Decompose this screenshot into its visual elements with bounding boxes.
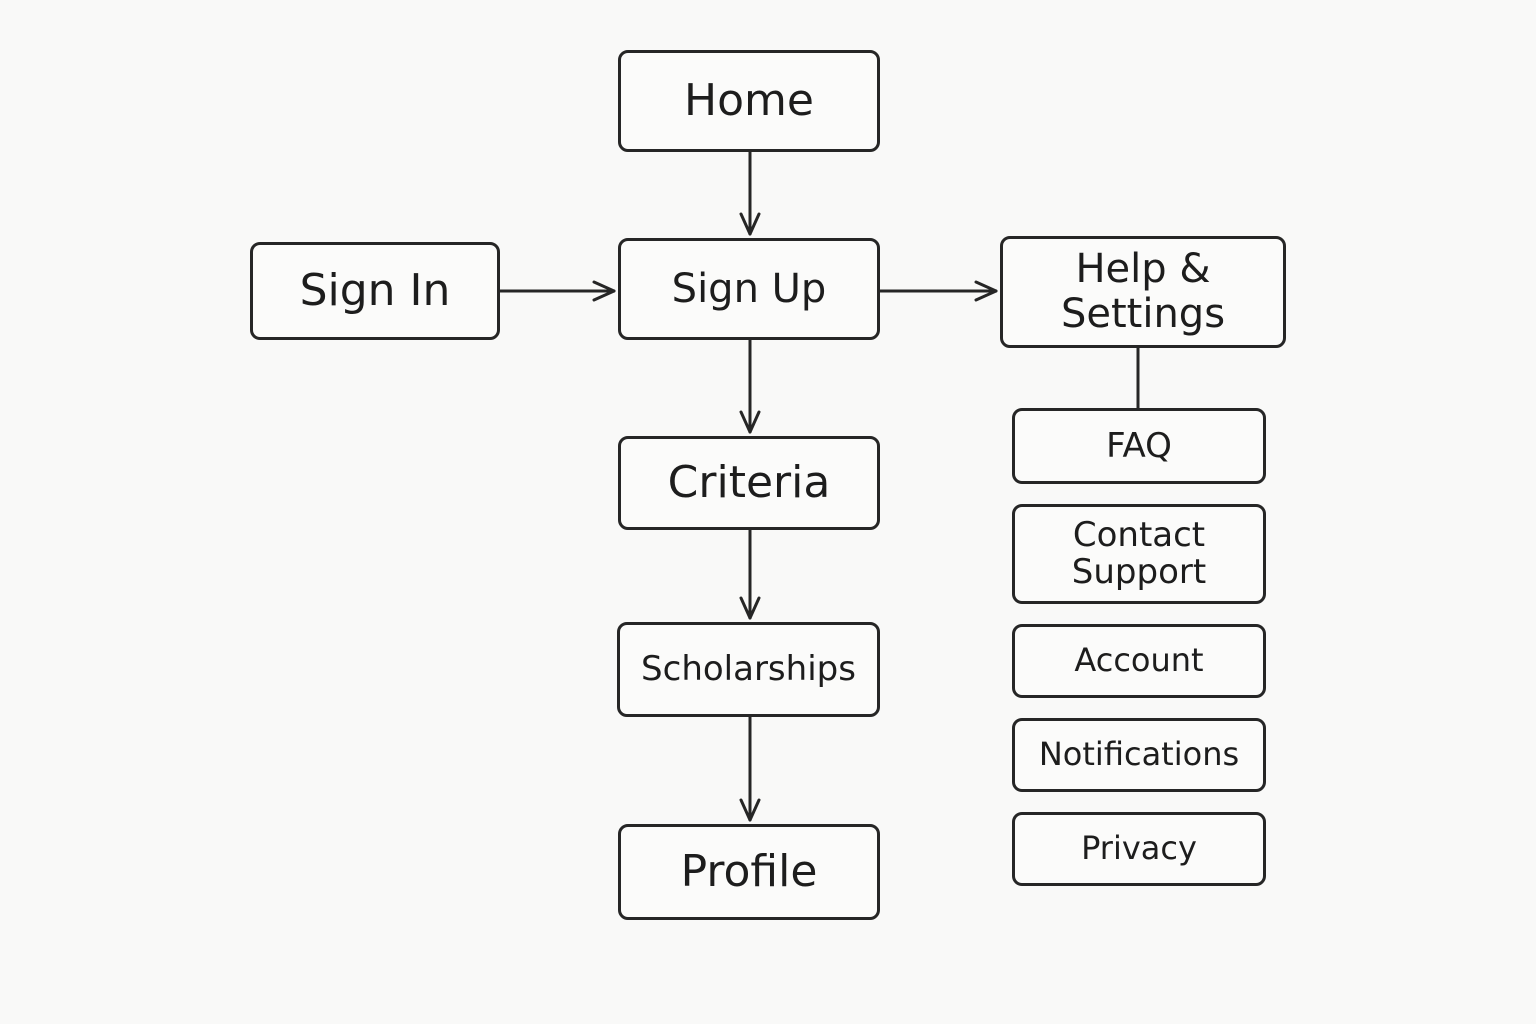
edge-scholarships-profile: [739, 715, 761, 822]
node-sign-up-label: Sign Up: [671, 265, 827, 312]
edge-home-signup: [739, 150, 761, 236]
node-home-label: Home: [684, 75, 814, 127]
node-privacy-label: Privacy: [1081, 829, 1197, 868]
node-scholarships[interactable]: Scholarships: [617, 622, 880, 717]
node-profile-label: Profile: [680, 846, 818, 898]
node-scholarships-label: Scholarships: [641, 649, 856, 690]
node-sign-up[interactable]: Sign Up: [618, 238, 880, 340]
node-contact-support[interactable]: Contact Support: [1012, 504, 1266, 604]
node-sign-in[interactable]: Sign In: [250, 242, 500, 340]
edge-criteria-scholarships: [739, 528, 761, 620]
edge-signup-help: [878, 280, 998, 302]
node-help-settings[interactable]: Help & Settings: [1000, 236, 1286, 348]
node-criteria[interactable]: Criteria: [618, 436, 880, 530]
edge-signin-signup: [498, 280, 616, 302]
edge-signup-criteria: [739, 338, 761, 434]
node-privacy[interactable]: Privacy: [1012, 812, 1266, 886]
node-home[interactable]: Home: [618, 50, 880, 152]
node-account[interactable]: Account: [1012, 624, 1266, 698]
node-faq[interactable]: FAQ: [1012, 408, 1266, 484]
node-help-label-line2: Settings: [1060, 291, 1226, 337]
node-contact-label-line1: Contact: [1072, 514, 1206, 555]
node-sign-in-label: Sign In: [299, 265, 451, 317]
node-faq-label: FAQ: [1106, 425, 1172, 466]
node-account-label: Account: [1074, 641, 1204, 680]
node-notifications-label: Notifications: [1038, 735, 1240, 774]
node-criteria-label: Criteria: [667, 457, 831, 509]
node-contact-label-line2: Support: [1071, 552, 1207, 592]
node-profile[interactable]: Profile: [618, 824, 880, 920]
node-notifications[interactable]: Notifications: [1012, 718, 1266, 792]
node-help-label-line1: Help &: [1075, 246, 1211, 293]
